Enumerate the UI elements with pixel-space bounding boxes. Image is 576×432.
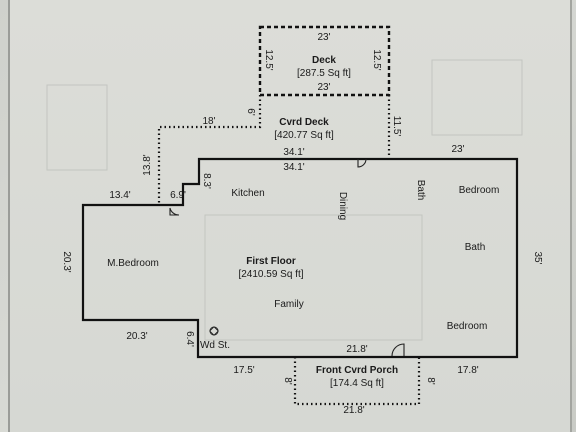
porch-top-dim: 21.8': [346, 344, 367, 355]
deck-right-dim: 12.5': [371, 49, 382, 70]
deck-bottom-dim: 23': [317, 82, 330, 93]
room-bedroom-1: Bedroom: [459, 185, 500, 196]
door-swing-icon: [169, 207, 180, 216]
faint-shadow-box: [431, 59, 523, 136]
step-small-dim: 6.4': [184, 331, 195, 347]
deck-name: Deck: [312, 55, 336, 66]
deck-top-dim: 23': [317, 32, 330, 43]
wood-stove-icon: [209, 326, 219, 336]
cvrd-deck-area: [420.77 Sq ft]: [274, 130, 334, 141]
cvrd-deck-right-dim: 11.5': [391, 116, 402, 137]
left-bottom-dim: 20.3': [126, 331, 147, 342]
door-swing-icon: [357, 158, 367, 168]
faint-shadow-box: [46, 84, 108, 171]
room-kitchen: Kitchen: [231, 188, 264, 199]
wood-stove-icon: [209, 326, 219, 336]
bottom-left-dim: 17.5': [233, 365, 254, 376]
room-bath-1: Bath: [415, 180, 426, 201]
floor-plan-drawing: 23' Deck [287.5 Sq ft] 23' 12.5' 12.5' 1…: [46, 25, 543, 416]
cvrd-deck-small-dim: 6': [245, 108, 256, 116]
house-top-dim: 34.1': [283, 162, 304, 173]
porch-area: [174.4 Sq ft]: [330, 378, 384, 389]
left-height-dim: 20.3': [61, 251, 72, 272]
cvrd-deck-top-left-dim: 18': [202, 116, 215, 127]
bottom-right-dim: 17.8': [457, 365, 478, 376]
covered-deck-left-edge: [157, 95, 262, 205]
cvrd-deck-bottom-dim: 34.1': [283, 147, 304, 158]
first-floor-outline: [81, 157, 519, 359]
notch-top-dim: 6.9': [170, 190, 186, 201]
front-porch-outline: [293, 357, 421, 406]
deck-area: [287.5 Sq ft]: [297, 68, 351, 79]
room-dining: Dining: [337, 192, 348, 220]
floor-plan-sheet: 23' Deck [287.5 Sq ft] 23' 12.5' 12.5' 1…: [8, 0, 572, 432]
porch-name: Front Cvrd Porch: [316, 365, 398, 376]
right-height-dim: 35': [532, 251, 543, 264]
wood-stove-label: Wd St.: [200, 340, 230, 351]
faint-shadow-box: [204, 214, 423, 341]
room-master-bedroom: M.Bedroom: [107, 258, 159, 269]
deck-outline: [258, 25, 391, 97]
first-floor-name: First Floor: [246, 256, 296, 267]
porch-left-dim: 8': [282, 377, 293, 385]
right-top-dim: 23': [451, 144, 464, 155]
cvrd-deck-name: Cvrd Deck: [279, 117, 329, 128]
stub-vertical-dim: 13.8': [142, 154, 153, 175]
left-top-dim: 13.4': [109, 190, 130, 201]
notch-side-dim: 8.3': [201, 173, 212, 189]
room-bath-2: Bath: [465, 242, 486, 253]
porch-bottom-dim: 21.8': [343, 405, 364, 416]
room-family: Family: [274, 299, 303, 310]
first-floor-area: [2410.59 Sq ft]: [238, 269, 303, 280]
porch-right-dim: 8': [425, 377, 436, 385]
room-bedroom-2: Bedroom: [447, 321, 488, 332]
deck-left-dim: 12.5': [263, 49, 274, 70]
door-swing-icon: [391, 343, 405, 357]
